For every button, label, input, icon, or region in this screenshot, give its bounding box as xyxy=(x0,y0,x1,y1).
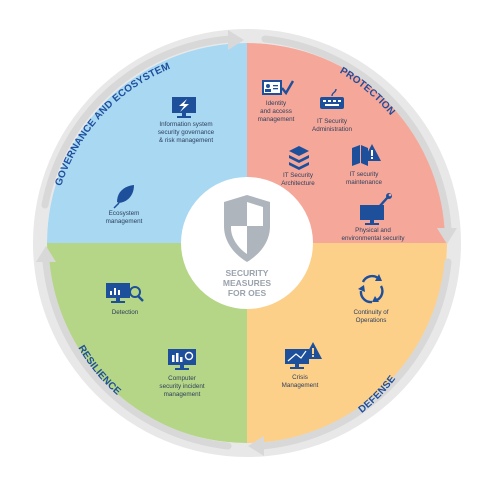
label-it-architecture-1: IT Security xyxy=(283,172,314,179)
item-detection: Detection xyxy=(106,283,144,316)
arrow-head-left xyxy=(36,246,56,262)
arrow-heads xyxy=(36,30,457,456)
cycle-arrows xyxy=(41,35,452,450)
label-it-maintenance-2: maintenance xyxy=(346,179,383,186)
arrow-arc-right xyxy=(261,35,452,232)
center-title-line-3: FOR OES xyxy=(228,288,267,298)
item-ecosystem: Ecosystem management xyxy=(106,185,143,225)
label-ecosystem-2: management xyxy=(106,218,143,225)
label-incident-mgmt-1: Computer xyxy=(168,375,196,382)
item-is-governance: Information system security governance &… xyxy=(158,97,215,144)
label-is-governance-1: Information system xyxy=(159,121,212,128)
monitor-tool-icon xyxy=(360,193,392,225)
label-continuity-2: Operations xyxy=(356,317,387,324)
arrow-head-bottom xyxy=(248,436,264,456)
cycle-arrows-icon xyxy=(358,274,384,304)
item-incident-mgmt: Computer security incident management xyxy=(159,349,205,398)
label-continuity-1: Continuity of xyxy=(353,309,388,316)
arrow-arc-left xyxy=(42,258,232,450)
label-it-maintenance-1: IT security xyxy=(350,171,380,178)
label-it-architecture-2: Architecture xyxy=(281,180,315,187)
shield-icon xyxy=(224,195,270,262)
quadrant-defense xyxy=(247,243,447,443)
label-crisis-1: Crisis xyxy=(292,374,308,381)
center-title-line-2: MEASURES xyxy=(223,278,272,288)
label-ecosystem-1: Ecosystem xyxy=(109,210,140,217)
quadrant-protection xyxy=(247,43,447,243)
leaf-icon xyxy=(113,185,134,209)
label-detection-1: Detection xyxy=(112,309,139,316)
arrow-head-right xyxy=(437,228,457,244)
item-identity: Identity and access management xyxy=(258,80,295,123)
item-crisis: Crisis Management xyxy=(282,342,322,389)
quadrant-governance xyxy=(47,43,247,243)
monitor-warning-icon xyxy=(285,342,322,369)
label-identity-2: and access xyxy=(260,108,292,115)
item-it-maintenance: IT security maintenance xyxy=(346,144,383,186)
label-physical-security-2: environmental security xyxy=(342,235,406,242)
label-incident-mgmt-2: security incident xyxy=(159,383,204,390)
label-is-governance-2: security governance xyxy=(158,129,215,136)
label-it-admin-2: Administration xyxy=(312,126,352,133)
label-incident-mgmt-3: management xyxy=(164,391,201,398)
center-title-line-1: SECURITY xyxy=(226,268,269,278)
label-identity-3: management xyxy=(258,116,295,123)
item-physical-security: Physical and environmental security xyxy=(342,193,406,242)
item-continuity: Continuity of Operations xyxy=(353,274,389,324)
item-it-admin: IT Security Administration xyxy=(312,88,352,133)
monitor-chart-icon xyxy=(168,349,196,370)
monitor-search-icon xyxy=(106,283,144,303)
arrow-arc-bottom xyxy=(258,258,452,450)
id-card-check-icon xyxy=(262,80,295,96)
label-identity-1: Identity xyxy=(266,100,287,107)
arrow-head-top xyxy=(228,30,244,50)
keyboard-icon xyxy=(320,88,344,109)
label-crisis-2: Management xyxy=(282,382,319,389)
layers-icon xyxy=(289,146,309,170)
label-physical-security-1: Physical and xyxy=(355,227,391,234)
quadrant-resilience xyxy=(47,243,247,443)
arrow-arc-top xyxy=(41,35,234,209)
label-is-governance-3: & risk management xyxy=(159,137,213,144)
monitor-lightning-icon xyxy=(172,97,196,118)
book-warning-icon xyxy=(352,144,381,166)
label-it-admin-1: IT Security xyxy=(317,118,348,125)
item-it-architecture: IT Security Architecture xyxy=(281,146,315,187)
